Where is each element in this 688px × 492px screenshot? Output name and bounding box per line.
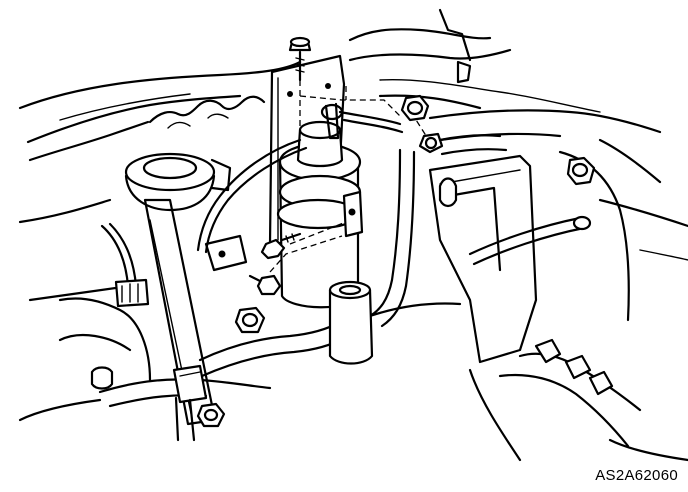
engine-mount-bracket — [428, 154, 592, 364]
right-mount-nut — [566, 156, 596, 186]
ignition-coil — [276, 102, 364, 309]
figure-code: AS2A62060 — [595, 467, 678, 484]
upper-right-nut — [400, 94, 430, 122]
top-bolt — [288, 36, 312, 82]
lower-right-harness — [468, 338, 688, 462]
lower-left-bolt — [234, 306, 266, 334]
upper-right-bolt — [418, 132, 444, 154]
coil-mount-bolt — [260, 232, 302, 260]
hose-clamp — [172, 364, 208, 442]
left-wiring-harness — [58, 222, 152, 390]
coil-lower-bolt — [248, 274, 282, 296]
coil-lead — [196, 110, 404, 254]
engine-bay-panels — [18, 8, 688, 422]
bottom-bolt — [196, 402, 226, 428]
